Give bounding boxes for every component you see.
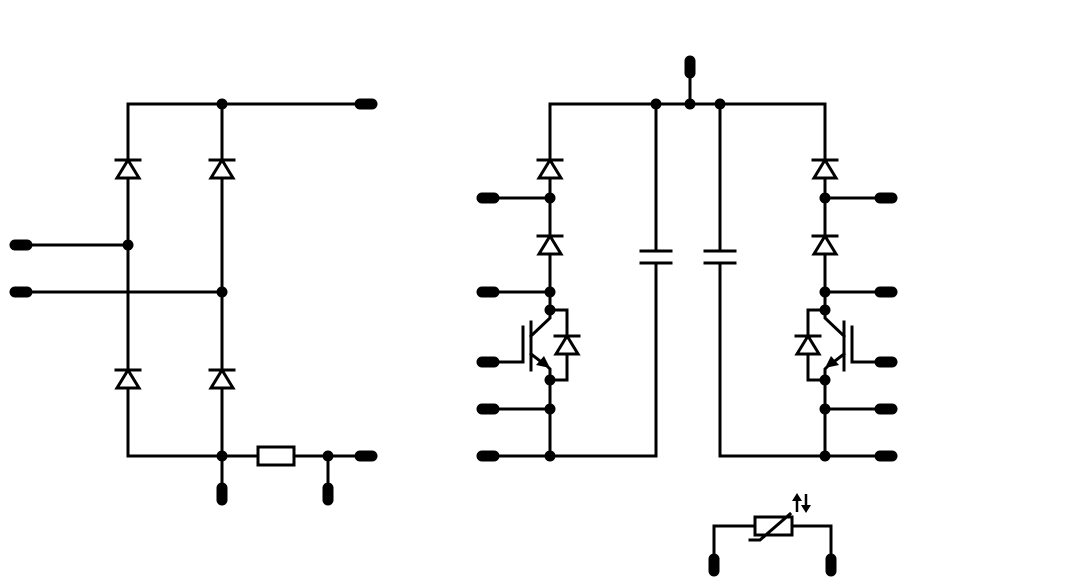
- diode-rect-2: [208, 157, 236, 180]
- junction: [819, 450, 831, 462]
- diode-rect-4: [208, 367, 236, 390]
- junction: [819, 403, 831, 415]
- junction: [684, 98, 696, 110]
- diode-right-2: [811, 233, 839, 256]
- junction: [819, 286, 831, 298]
- junction: [122, 239, 134, 251]
- diode-rect-3: [114, 367, 142, 390]
- junction: [544, 374, 556, 386]
- junction: [216, 98, 228, 110]
- shunt-resistor: [256, 445, 296, 467]
- junction: [819, 374, 831, 386]
- junction: [544, 286, 556, 298]
- junction: [544, 450, 556, 462]
- igbt-leg-right: [718, 102, 898, 462]
- diode-right-1: [811, 157, 839, 180]
- junction: [544, 192, 556, 204]
- igbt-leg-left: [476, 102, 658, 462]
- junction: [216, 450, 228, 462]
- junction: [714, 98, 726, 110]
- junction: [819, 192, 831, 204]
- temperature-arrows-icon: [792, 493, 811, 513]
- diode-left-1: [536, 157, 564, 180]
- junction: [216, 286, 228, 298]
- junction: [650, 98, 662, 110]
- diode-left-2: [536, 233, 564, 256]
- dc-link: [548, 55, 827, 458]
- diode-rect-1: [114, 157, 142, 180]
- junction: [819, 304, 831, 316]
- ntc-slash: [748, 511, 793, 542]
- thermistor-ntc: [708, 493, 837, 577]
- ntc-body: [753, 515, 794, 537]
- junction: [322, 450, 334, 462]
- igbt-left: [486, 308, 581, 382]
- capacitor-left: [639, 249, 673, 265]
- junction: [544, 304, 556, 316]
- capacitor-right: [703, 249, 737, 265]
- igbt-right: [794, 308, 888, 382]
- rectifier-bridge: [9, 98, 378, 506]
- junction: [544, 403, 556, 415]
